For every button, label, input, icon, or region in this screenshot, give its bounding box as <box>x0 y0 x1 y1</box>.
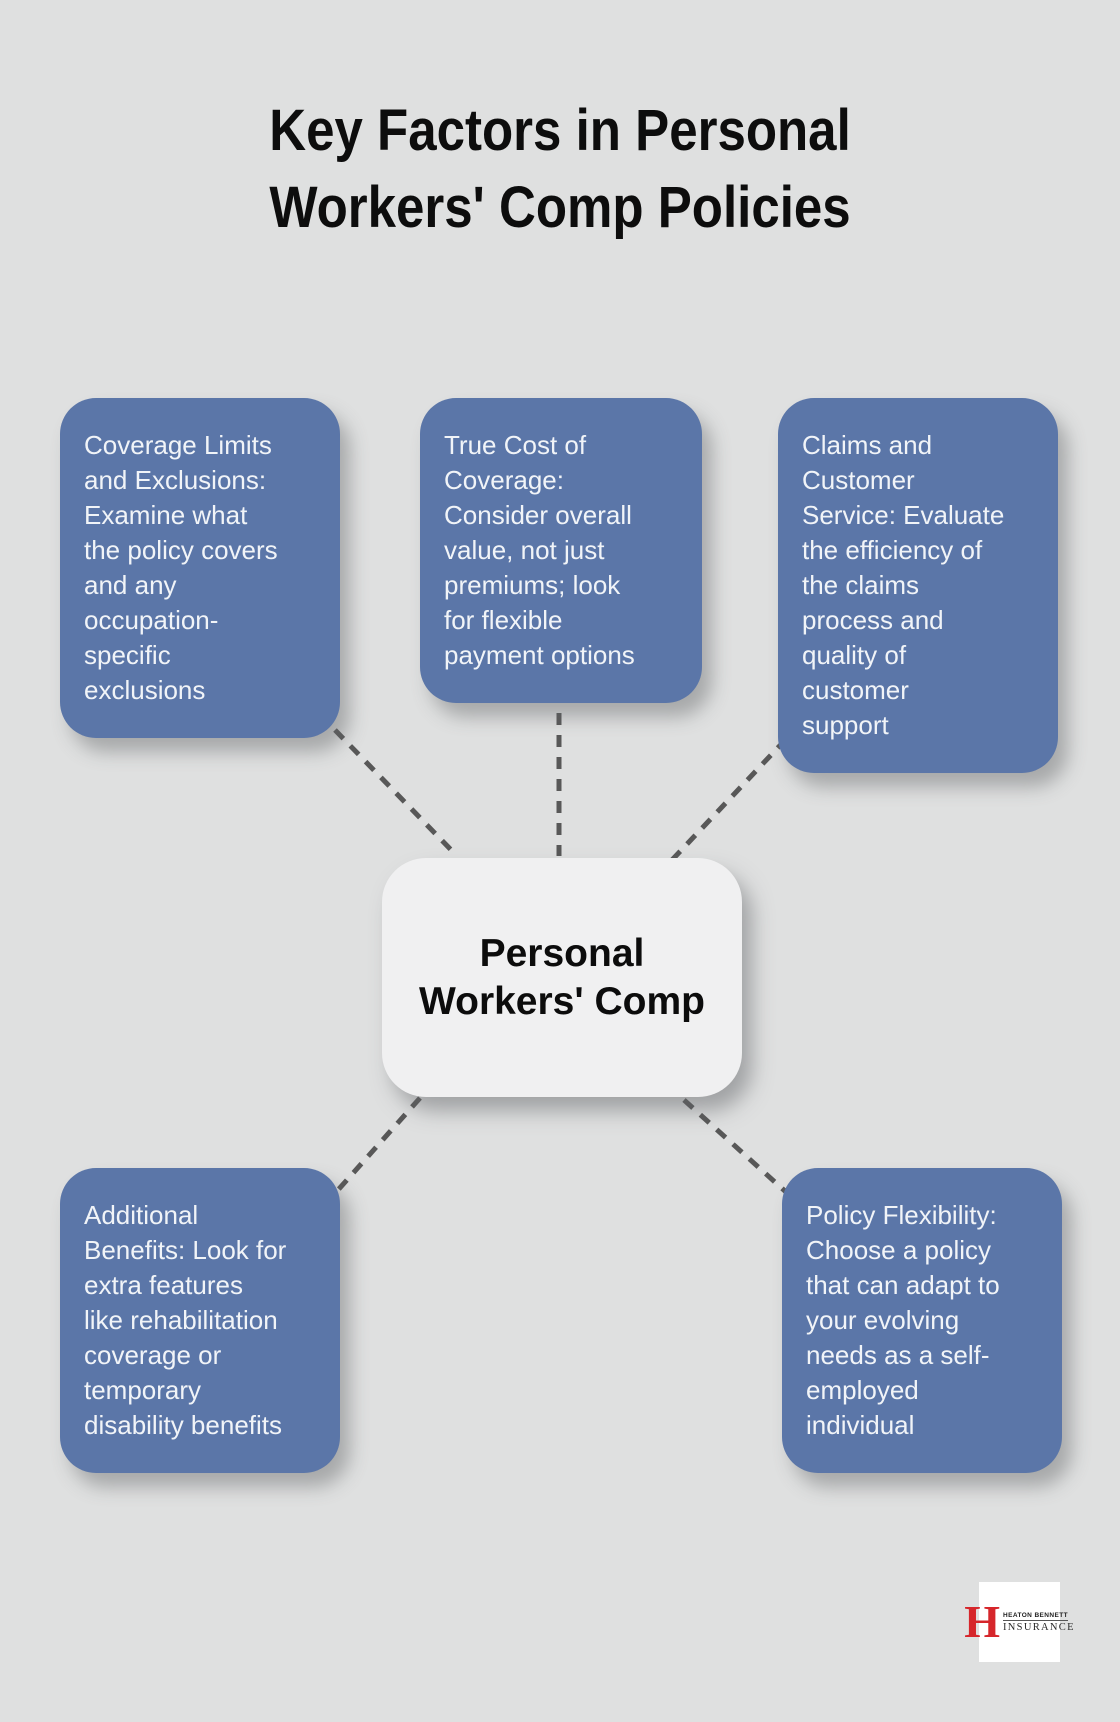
company-logo: H HEATON BENNETT INSURANCE <box>964 1582 1074 1662</box>
factor-box-true-cost-of-coverage: True Cost of Coverage: Consider overall … <box>420 398 702 703</box>
logo-company-name: HEATON BENNETT <box>1003 1611 1068 1621</box>
factor-box-additional-benefits: Additional Benefits: Look for extra feat… <box>60 1168 340 1473</box>
connector-claims-service <box>670 735 790 862</box>
factor-box-claims-customer-service: Claims and Customer Service: Evaluate th… <box>778 398 1058 773</box>
logo-company-type: INSURANCE <box>1003 1621 1075 1633</box>
factor-box-coverage-limits-exclusions: Coverage Limits and Exclusions: Examine … <box>60 398 340 738</box>
connector-coverage-limits <box>333 728 459 858</box>
logo-monogram-h: H <box>964 1596 1000 1648</box>
factor-box-policy-flexibility: Policy Flexibility: Choose a policy that… <box>782 1168 1062 1473</box>
logo-wordmark: HEATON BENNETT INSURANCE <box>1003 1612 1075 1633</box>
connector-policy-flexibility <box>682 1098 788 1194</box>
page-title: Key Factors in Personal Workers' Comp Po… <box>269 98 851 240</box>
connector-additional-benefits <box>336 1096 422 1192</box>
central-topic-node: Personal Workers' Comp <box>382 858 742 1097</box>
